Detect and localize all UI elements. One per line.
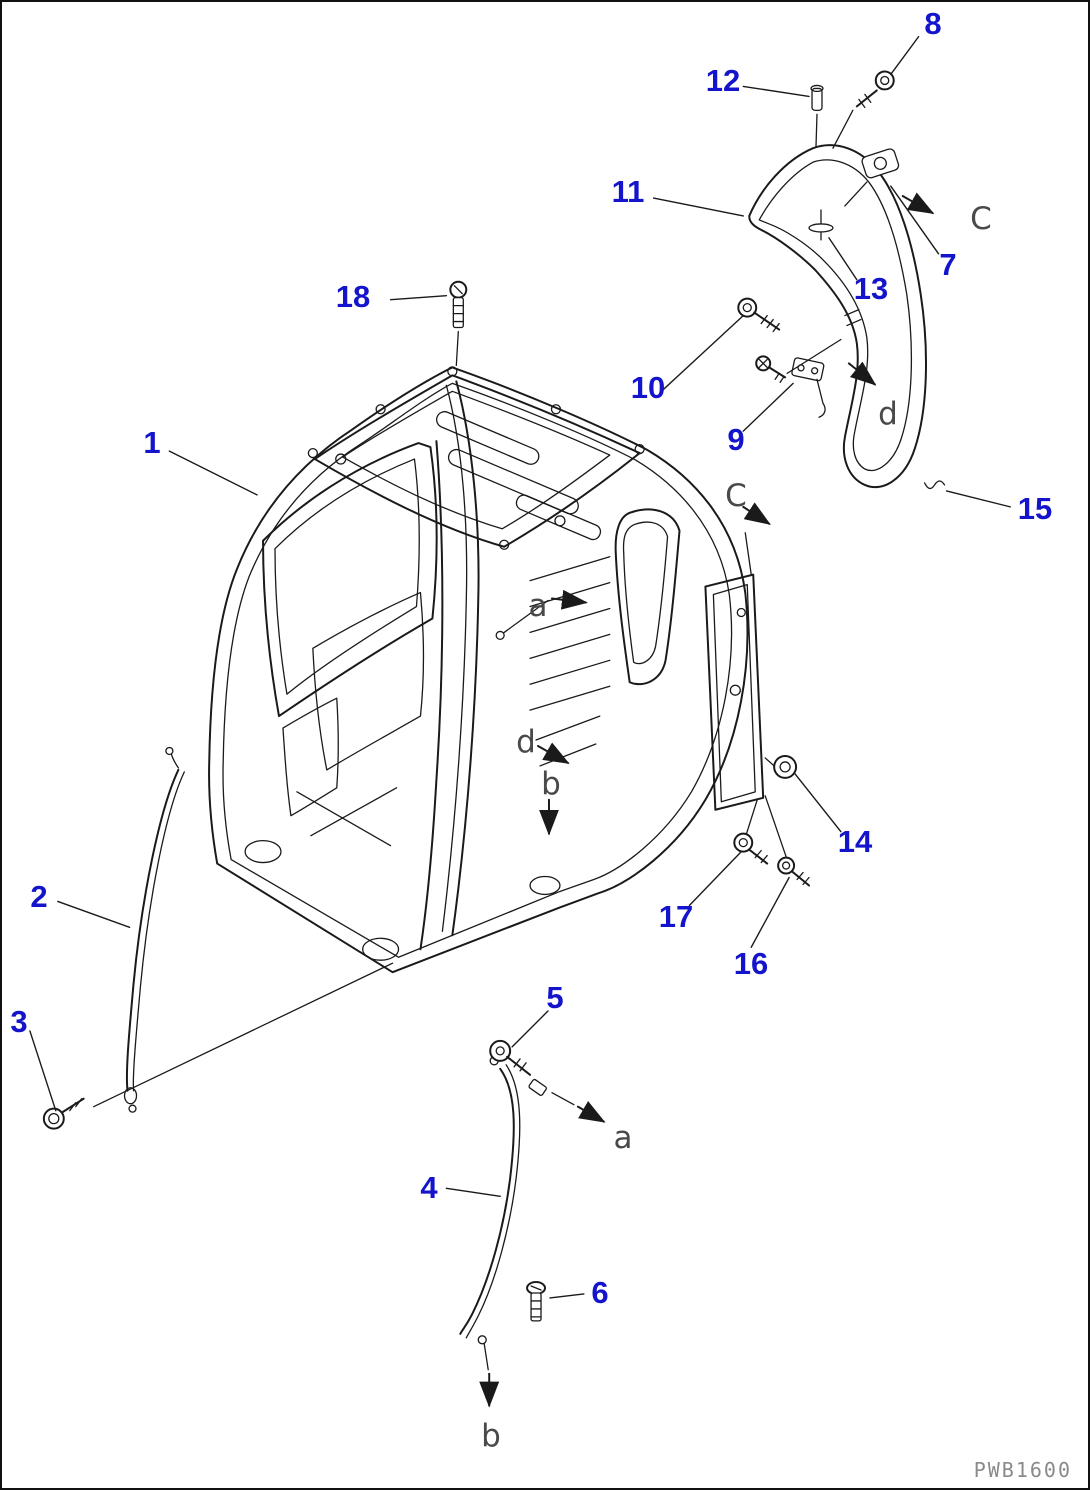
bolt-5	[489, 1039, 575, 1106]
drawing-number-watermark: PWB1600	[973, 1458, 1072, 1482]
view-label-b-bottom: b	[481, 1418, 501, 1454]
strip-section-symbol	[923, 480, 946, 490]
bolt-8	[832, 70, 895, 149]
view-arrows	[479, 192, 935, 1408]
roof-vents	[307, 366, 645, 550]
door-seal-loop	[748, 144, 927, 489]
cab-interior-details	[244, 508, 681, 961]
view-label-a-bottom: a	[613, 1120, 633, 1156]
pin-12	[810, 84, 824, 147]
door-seal-bottom-strip	[459, 1056, 521, 1371]
callout-8: 8	[924, 6, 942, 41]
callout-10: 10	[630, 370, 666, 405]
cab-front-openings	[262, 380, 480, 951]
callout-12: 12	[705, 63, 741, 98]
callout-5: 5	[546, 980, 564, 1015]
bolt-6	[526, 1281, 546, 1322]
callout-11: 11	[611, 174, 645, 209]
bolt-10	[737, 297, 781, 333]
view-label-d-mid: d	[516, 724, 536, 760]
construction-lines	[93, 599, 549, 1108]
callout-7: 7	[939, 247, 957, 282]
leader-lines	[29, 35, 1011, 1299]
view-label-a-mid: a	[528, 588, 548, 624]
grommet-14	[773, 754, 798, 779]
screw-9	[755, 355, 787, 383]
callout-3: 3	[10, 1004, 28, 1039]
callout-16: 16	[733, 946, 769, 981]
bolt-17	[733, 832, 769, 865]
callout-14: 14	[837, 824, 873, 859]
view-label-c-top: C	[970, 201, 992, 237]
callout-9: 9	[727, 422, 745, 457]
bolt-18	[449, 280, 468, 367]
rear-panel	[704, 532, 788, 861]
callout-18: 18	[335, 279, 371, 314]
callout-13: 13	[853, 271, 889, 306]
callout-15: 15	[1017, 491, 1053, 526]
callout-6: 6	[591, 1275, 609, 1310]
callout-1: 1	[143, 425, 161, 460]
cab-body	[208, 366, 749, 974]
callout-17: 17	[658, 899, 694, 934]
door-seal-left-strip	[123, 746, 185, 1113]
view-label-c-mid: C	[725, 478, 747, 514]
pin-13	[808, 209, 834, 241]
callout-4: 4	[420, 1170, 438, 1205]
bolt-16	[777, 856, 811, 887]
bolt-3	[42, 1097, 85, 1130]
clamp-7	[844, 148, 900, 207]
callout-2: 2	[30, 879, 48, 914]
hinge-bracket	[786, 338, 842, 418]
view-label-b-mid: b	[541, 766, 561, 802]
view-label-d-right: d	[878, 396, 898, 432]
